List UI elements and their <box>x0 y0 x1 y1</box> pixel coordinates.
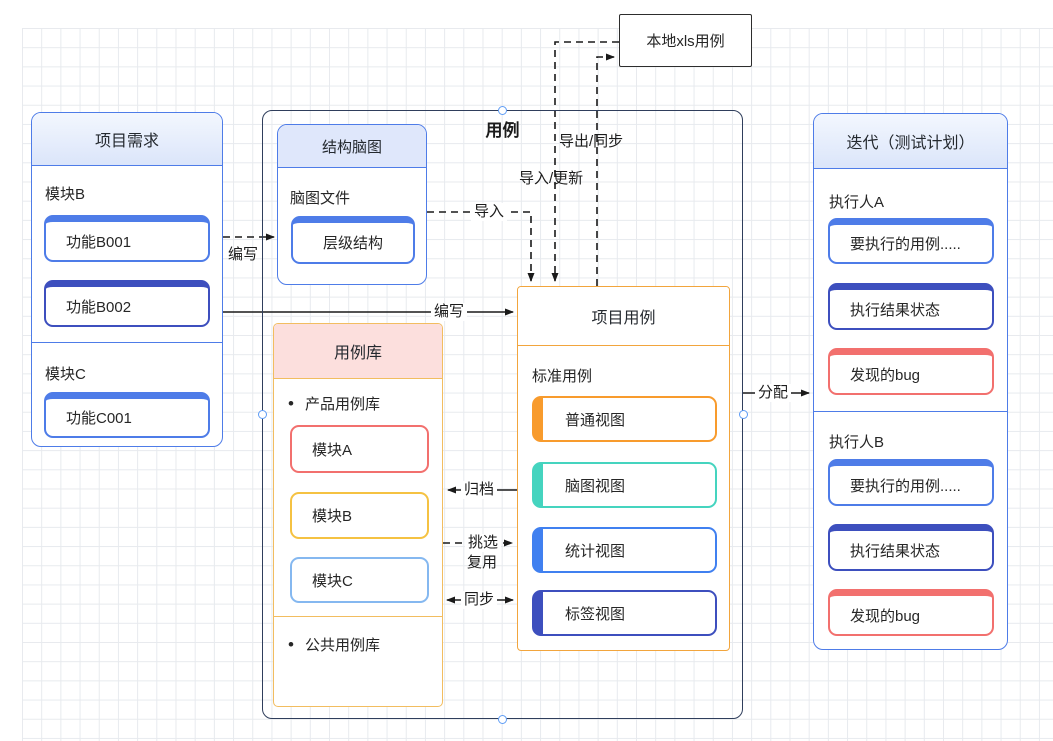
selection-handle-left[interactable] <box>257 409 267 419</box>
project-requirements-header: 项目需求 <box>32 113 222 166</box>
project-cases-title: 项目用例 <box>591 310 656 327</box>
edge-label-import-update: 导入/更新 <box>519 170 584 187</box>
standard-cases-label: 标准用例 <box>532 368 593 385</box>
product-library-row: • 产品用例库 <box>288 393 380 414</box>
node-project-cases[interactable]: 项目用例 标准用例 普通视图 脑图视图 统计视图 标签视图 <box>517 286 730 651</box>
structure-mindmap-title: 结构脑图 <box>321 138 382 156</box>
module-c-label: 模块C <box>45 366 86 383</box>
case-library-divider <box>274 616 442 617</box>
edge-label-write-cases: 编写 <box>431 303 468 321</box>
edge-label-assign: 分配 <box>755 384 792 402</box>
node-local-xls-cases[interactable]: 本地xls用例 <box>619 14 752 67</box>
edge-label-archive: 归档 <box>461 481 498 499</box>
item-view-mindmap[interactable]: 脑图视图 <box>532 462 717 508</box>
item-view-normal[interactable]: 普通视图 <box>532 396 717 442</box>
edge-label-import-mindmap: 导入 <box>471 203 508 221</box>
edge-export-sync <box>596 53 615 286</box>
edge-import-update <box>551 41 619 282</box>
item-module-b[interactable]: 模块B <box>290 492 429 539</box>
item-view-tag[interactable]: 标签视图 <box>532 590 717 636</box>
edge-label-export-sync: 导出/同步 <box>559 133 624 150</box>
usecase-container-title: 用例 <box>485 121 520 140</box>
edge-label-write-mindmap: 编写 <box>228 246 259 263</box>
case-library-header: 用例库 <box>274 324 442 379</box>
item-b-result-status[interactable]: 执行结果状态 <box>828 524 994 571</box>
edge-label-sync: 同步 <box>461 591 498 609</box>
selection-handle-bottom[interactable] <box>497 714 507 724</box>
item-a-found-bugs[interactable]: 发现的bug <box>828 348 994 395</box>
item-b-cases-to-run[interactable]: 要执行的用例..... <box>828 459 994 506</box>
selection-handle-right[interactable] <box>738 409 748 419</box>
product-library-label: 产品用例库 <box>304 396 380 413</box>
edge-label-reuse: 复用 <box>467 554 498 571</box>
module-b-label: 模块B <box>45 186 86 203</box>
item-feature-b001[interactable]: 功能B001 <box>44 215 210 262</box>
item-module-a[interactable]: 模块A <box>290 425 429 473</box>
item-feature-c001[interactable]: 功能C001 <box>44 392 210 438</box>
node-project-requirements[interactable]: 项目需求 模块B 功能B001 功能B002 模块C 功能C001 <box>31 112 223 447</box>
bullet-icon: • <box>288 635 294 654</box>
local-xls-label: 本地xls用例 <box>646 33 725 50</box>
edge-import-mindmap <box>427 211 535 282</box>
bullet-icon: • <box>288 394 294 413</box>
item-a-result-status[interactable]: 执行结果状态 <box>828 283 994 330</box>
item-a-cases-to-run[interactable]: 要执行的用例..... <box>828 218 994 264</box>
requirements-divider <box>32 342 222 343</box>
node-case-library[interactable]: 用例库 • 产品用例库 模块A 模块B 模块C • 公共用例库 <box>273 323 443 707</box>
node-structure-mindmap[interactable]: 结构脑图 脑图文件 层级结构 <box>277 124 427 285</box>
selection-handle-top[interactable] <box>497 105 507 115</box>
public-library-label: 公共用例库 <box>304 637 380 654</box>
project-requirements-title: 项目需求 <box>94 133 159 150</box>
iteration-header: 迭代（测试计划） <box>814 114 1007 169</box>
item-feature-b002[interactable]: 功能B002 <box>44 280 210 327</box>
node-iteration-plan[interactable]: 迭代（测试计划） 执行人A 要执行的用例..... 执行结果状态 发现的bug … <box>813 113 1008 650</box>
structure-mindmap-header: 结构脑图 <box>278 125 426 168</box>
public-library-row: • 公共用例库 <box>288 634 380 655</box>
item-hierarchy[interactable]: 层级结构 <box>291 216 415 264</box>
item-b-found-bugs[interactable]: 发现的bug <box>828 589 994 636</box>
mindmap-file-label: 脑图文件 <box>290 190 351 207</box>
executor-a-label: 执行人A <box>829 194 885 211</box>
edge-label-pick: 挑选 <box>465 534 502 552</box>
item-module-c[interactable]: 模块C <box>290 557 429 603</box>
executor-b-label: 执行人B <box>829 434 885 451</box>
item-view-statistic[interactable]: 统计视图 <box>532 527 717 573</box>
project-cases-header: 项目用例 <box>518 287 729 346</box>
case-library-title: 用例库 <box>333 345 382 362</box>
iteration-title: 迭代（测试计划） <box>846 135 975 152</box>
iteration-divider <box>814 411 1007 412</box>
